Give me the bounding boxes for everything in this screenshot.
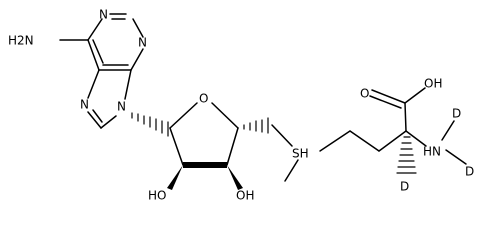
- hash-bond-n9-c1: [131, 112, 169, 137]
- bold-bond-c2-c3: [183, 162, 227, 168]
- hash-bond-ca-d: [396, 136, 417, 174]
- bond-c1-o4: [169, 102, 198, 129]
- bond-c2-n3: [132, 18, 144, 38]
- bond-c5-c6: [87, 39, 100, 71]
- hash-bond-c4-c5: [243, 117, 269, 134]
- wedge-c2-oh: [167, 165, 183, 190]
- bond-c-o-double-2: [369, 95, 402, 109]
- hydroxyl-right-label: OH: [236, 189, 254, 203]
- bond-c5-c6-inner: [92, 39, 104, 64]
- deuterium-c-label: D: [400, 180, 409, 194]
- methionine-bonds: [284, 87, 467, 182]
- amino-label: H2N: [8, 34, 34, 48]
- deuterium-n-right-label: D: [465, 165, 474, 179]
- bond-cb-ca: [378, 130, 407, 152]
- wedge-c3-oh: [227, 165, 243, 190]
- bond-s-methyl: [284, 159, 299, 182]
- bond-n-d-right: [445, 149, 467, 165]
- bond-c8-n9: [100, 115, 117, 129]
- amine-n-label: N: [432, 145, 441, 159]
- bond-c3-c4: [226, 127, 239, 166]
- n3-label: N: [138, 36, 147, 50]
- deuterium-n-top-label: D: [452, 107, 461, 121]
- n9-label: N: [117, 100, 126, 114]
- bond-c5-s: [271, 124, 293, 147]
- bond-c-o-double-1: [371, 89, 406, 104]
- chemical-structure: H2N N N N N O HO OH SH O OH H N D D D: [8, 8, 474, 203]
- sulfonium-label: SH: [292, 147, 309, 161]
- bond-c5-n7: [87, 69, 100, 99]
- amine-h-label: H: [423, 145, 432, 159]
- bond-c-oh: [404, 87, 426, 104]
- hydroxyl-left-label: HO: [148, 189, 166, 203]
- carbonyl-oxygen-label: O: [360, 87, 369, 101]
- bond-o4-c4: [211, 102, 239, 129]
- bond-n-d-top: [441, 120, 455, 141]
- carboxyl-oh-label: OH: [424, 77, 442, 91]
- bond-n7-c8: [87, 111, 102, 129]
- adenine-bonds: [59, 13, 144, 129]
- ribose-oxygen-label: O: [199, 92, 208, 106]
- bond-cg-cb: [349, 130, 380, 152]
- bond-s-cg: [319, 130, 351, 152]
- bond-n3-c4: [130, 48, 144, 71]
- bond-ca-c: [404, 102, 407, 132]
- n7-label: N: [80, 98, 89, 112]
- bond-c1-c2: [169, 127, 184, 166]
- ribose-bonds: [131, 102, 293, 190]
- atom-labels: H2N N N N N O HO OH SH O OH H N D D D: [8, 8, 474, 203]
- n1-label: N: [99, 8, 108, 22]
- bond-n7-c8-inner: [92, 109, 103, 123]
- bond-c6-n1: [87, 18, 103, 41]
- bond-ca-n: [405, 130, 427, 147]
- bond-n9-c4: [124, 69, 132, 100]
